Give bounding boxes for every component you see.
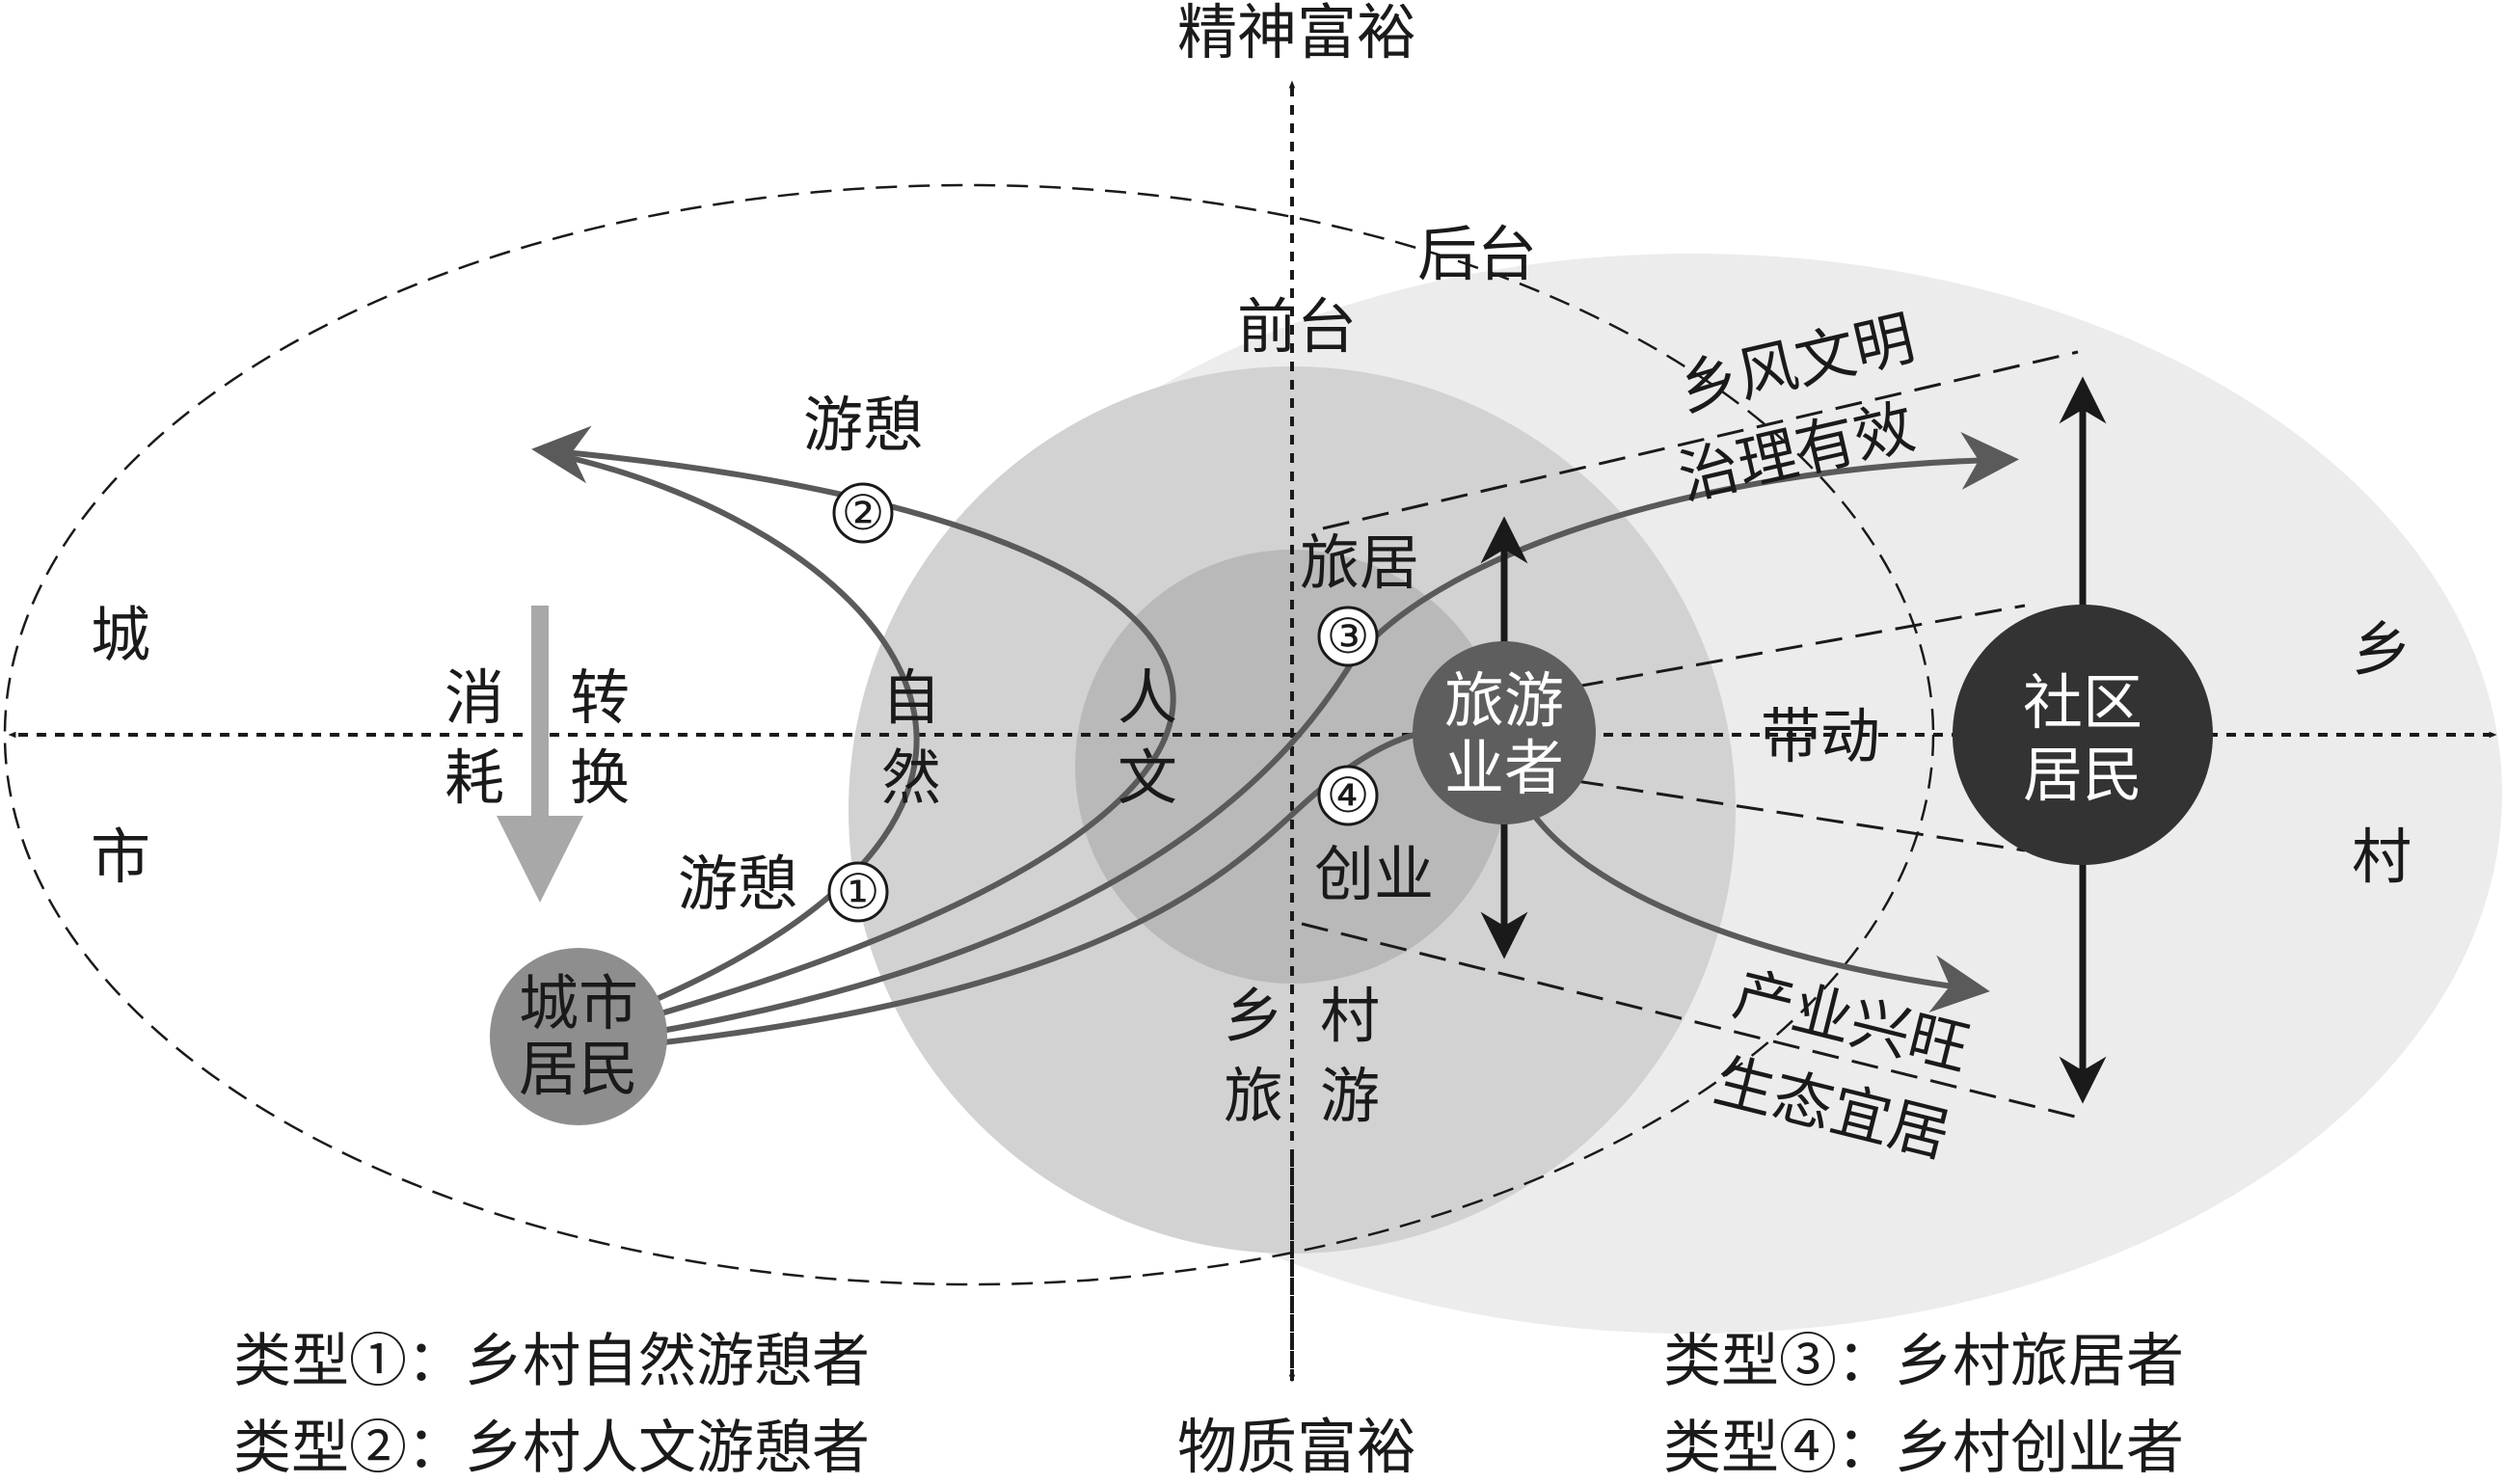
axis-top-label: 精神富裕 (1177, 0, 1416, 67)
daidong-label: 带动 (1761, 701, 1880, 771)
xiaohao-char-1: 消 (445, 662, 504, 733)
urban-residents-node (490, 948, 667, 1125)
zhuanhuan-char-2: 换 (570, 742, 630, 813)
marker-3-number: ③ (1327, 608, 1370, 664)
frontstage-label: 前台 (1237, 291, 1357, 362)
lvyou-char-2: 游 (1320, 1061, 1380, 1131)
marker-1-number: ① (837, 864, 880, 920)
legend-type2: 类型②：乡村人文游憩者 (233, 1415, 870, 1482)
tourism-operators-line2: 业者 (1444, 733, 1564, 803)
marker-2 (832, 482, 894, 544)
upper-boundary-dashed (1322, 350, 2079, 530)
type1-curve (549, 450, 920, 1006)
legend-type4: 类型④：乡村创业者 (1663, 1415, 2184, 1482)
legend-type1: 类型①：乡村自然游憩者 (233, 1328, 870, 1395)
axis-left-char-2: 市 (91, 822, 150, 892)
tourism-operators-line1: 旅游 (1444, 665, 1564, 736)
legend-type3: 类型③：乡村旅居者 (1663, 1328, 2184, 1395)
backstage-label: 后台 (1417, 219, 1537, 289)
zhuanhuan-char-1: 转 (570, 662, 630, 733)
renwen-char-2: 文 (1118, 742, 1177, 813)
youqi-label-2: 游憩 (803, 390, 923, 460)
axis-bottom-label: 物质富裕 (1177, 1412, 1416, 1482)
lvyou-char-1: 旅 (1224, 1061, 1283, 1131)
ziran-char-1: 自 (881, 662, 941, 733)
lower-boundary-dashed (1301, 922, 2084, 1120)
upper-connector-dashed (1576, 604, 2026, 688)
marker-1 (827, 861, 889, 923)
community-residents-line1: 社区 (2023, 667, 2142, 738)
tourism-operators-node (1413, 641, 1596, 824)
community-residents-line2: 居民 (2023, 740, 2142, 810)
renwen-char-1: 人 (1118, 662, 1177, 733)
marker-2-number: ② (842, 485, 885, 541)
lower-connector-dashed (1576, 779, 2026, 852)
axis-left-char-1: 城 (91, 600, 150, 670)
urban-residents-line2: 居民 (519, 1034, 638, 1104)
lvju-label: 旅居 (1300, 527, 1419, 598)
xiangcun-char-1: 乡 (1224, 981, 1283, 1051)
marker-4-number: ④ (1327, 768, 1370, 823)
urban-residents-line1: 城市 (519, 968, 638, 1039)
ziran-char-2: 然 (881, 742, 941, 813)
xiangcun-char-2: 村 (1320, 981, 1380, 1051)
axis-right-char-1: 乡 (2352, 614, 2412, 685)
youqi-label-1: 游憩 (678, 849, 797, 919)
xiaohao-char-2: 耗 (445, 742, 504, 813)
marker-3 (1317, 606, 1379, 667)
community-residents-node (1953, 605, 2213, 865)
marker-4 (1317, 765, 1379, 826)
axis-right-char-2: 村 (2352, 822, 2412, 892)
chuangye-label: 创业 (1314, 839, 1434, 909)
